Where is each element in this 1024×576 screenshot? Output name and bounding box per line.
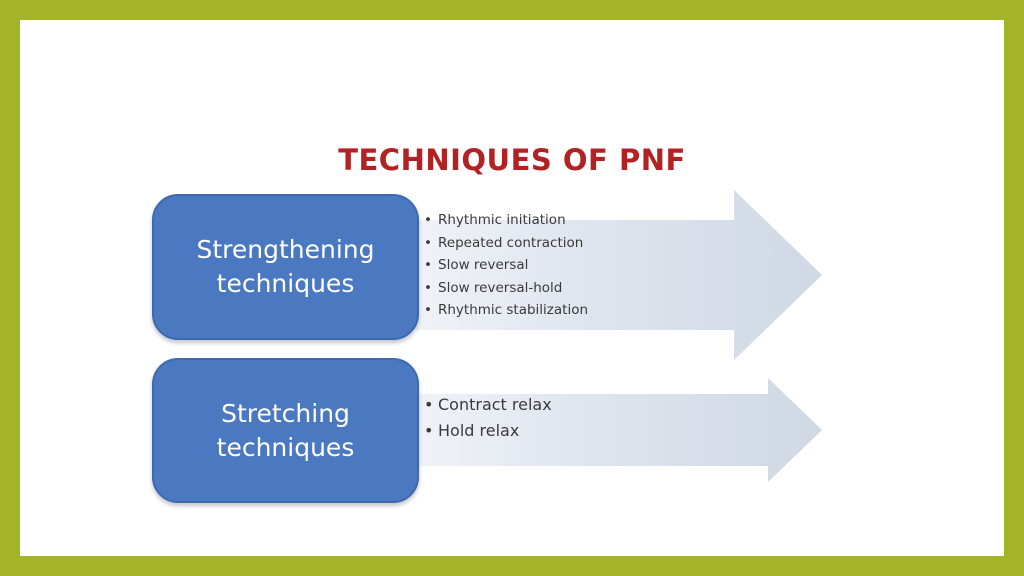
- diagram-title: TECHNIQUES OF PNF: [338, 143, 686, 177]
- box-label-line-2: techniques: [216, 269, 355, 298]
- list-item: Rhythmic initiation: [424, 209, 588, 232]
- box-label-line-2: techniques: [216, 432, 355, 462]
- list-item: Slow reversal-hold: [424, 277, 588, 300]
- list-item: Hold relax: [424, 418, 552, 444]
- box-label-line-1: Strengthening: [196, 235, 375, 264]
- stretching-technique-list: Contract relax Hold relax: [424, 392, 552, 444]
- box-strengthening-techniques: Strengthening techniques: [152, 194, 419, 340]
- slide: TECHNIQUES OF PNF: [20, 20, 1004, 556]
- list-item: Rhythmic stabilization: [424, 299, 588, 322]
- list-item: Contract relax: [424, 392, 552, 418]
- box-stretching-techniques: Stretching techniques: [152, 358, 419, 503]
- strengthening-technique-list: Rhythmic initiation Repeated contraction…: [424, 209, 588, 322]
- list-item: Repeated contraction: [424, 232, 588, 255]
- box-label-line-1: Stretching: [221, 398, 350, 428]
- list-item: Slow reversal: [424, 254, 588, 277]
